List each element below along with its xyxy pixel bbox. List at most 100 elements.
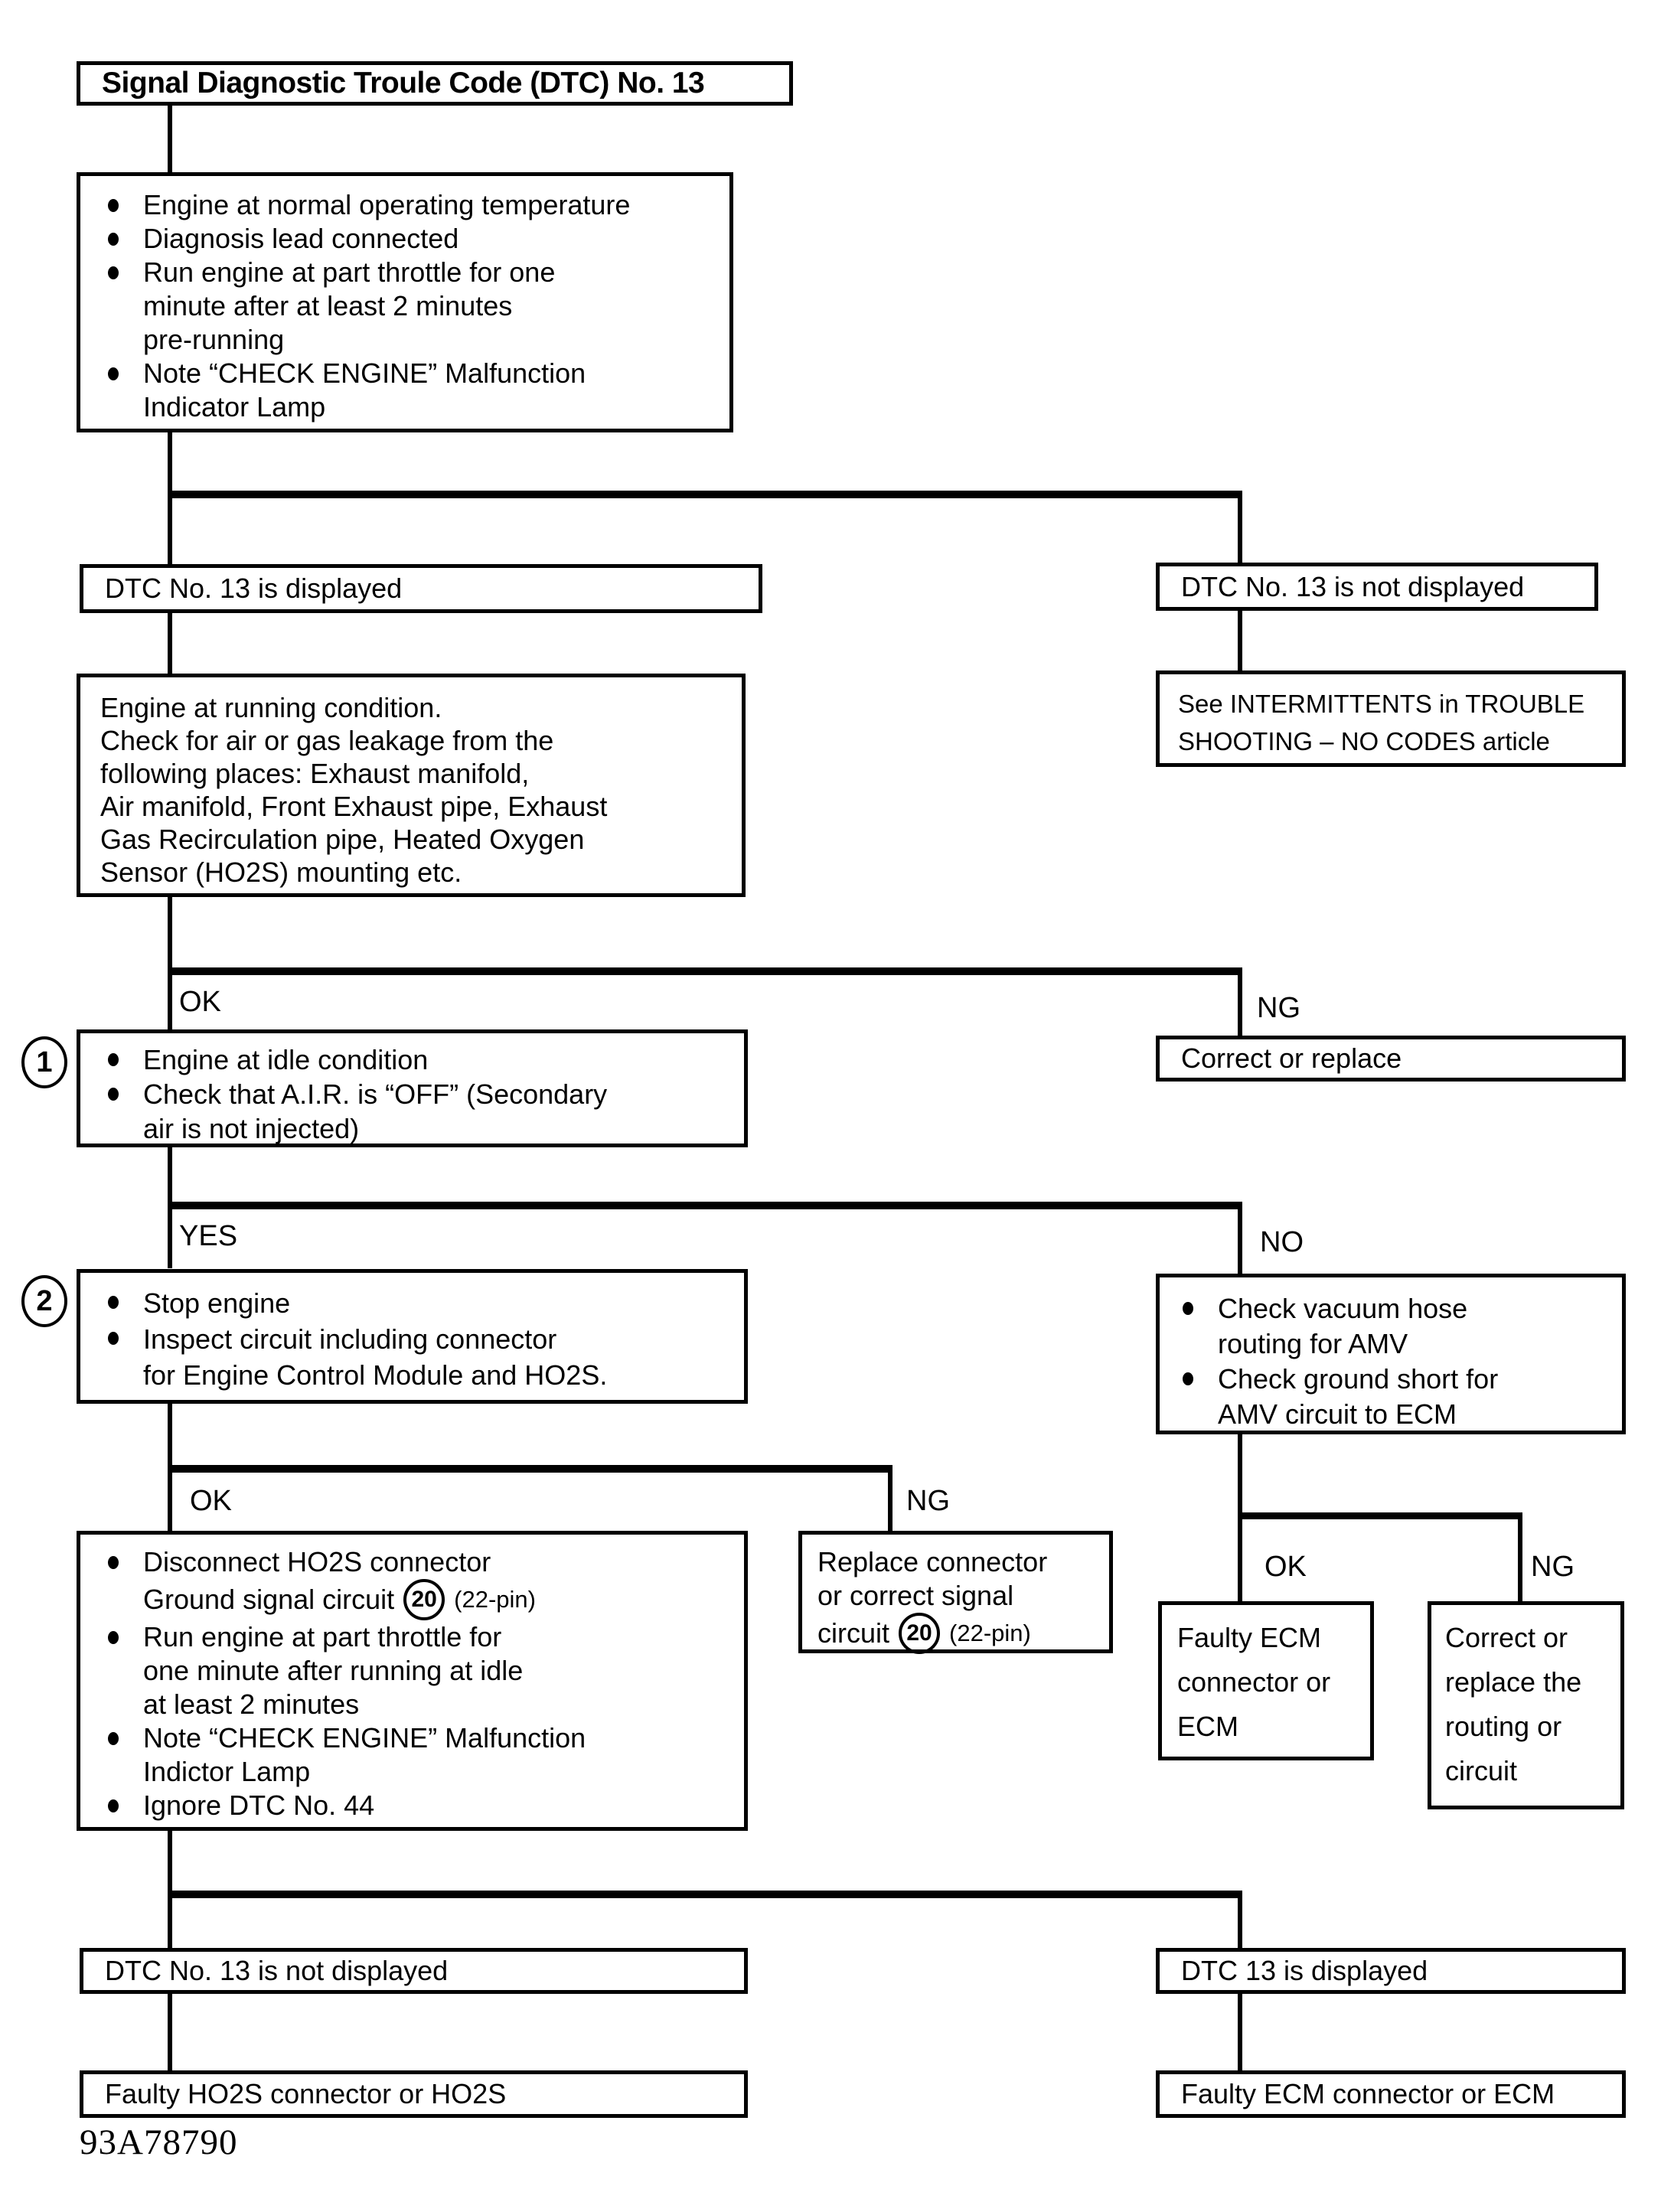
node-correct-or-replace: Correct or replace [1156,1036,1626,1082]
list-item: Run engine at part throttle for one [99,256,722,289]
list-item-text: Run engine at part throttle for one [143,256,556,288]
document-code: 93A78790 [80,2122,238,2162]
node-check-vacuum-amv: Check vacuum hose routing for AMV Check … [1156,1274,1626,1434]
bullet-icon [1183,1302,1193,1315]
node-preconditions: Engine at normal operating temperature D… [77,172,733,432]
list-item: Inspect circuit including connector [99,1321,738,1357]
connector-branch-1 [168,491,1242,498]
list-item-text: (22-pin) [454,1586,536,1613]
list-item: Engine at idle condition [99,1042,738,1077]
branch-label-no: NO [1260,1226,1304,1258]
connector-displayed-to-running [168,612,172,675]
connector-branch-3 [168,1202,1242,1209]
list-item-text: minute after at least 2 minutes [143,290,513,321]
connector-final-down [168,1829,172,1949]
bullet-icon [108,1296,119,1309]
branch-label-ng-1: NG [1257,992,1300,1024]
list-item: Diagnosis lead connected [99,222,722,256]
node-faulty-ecm-2: Faulty ECM connector or ECM [1156,2070,1626,2118]
node-dtc13-displayed-2: DTC 13 is displayed [1156,1948,1626,1994]
node-text-line: Faulty ECM [1177,1622,1322,1653]
node-text-line: ECM [1177,1711,1238,1742]
list-item-text: Inspect circuit including connector [143,1323,557,1355]
node-replace-connector: Replace connector or correct signal circ… [798,1531,1113,1654]
list-item-text: Indictor Lamp [143,1756,311,1787]
branch-label-ng-2: NG [906,1485,950,1517]
node-text-line: replace the [1445,1666,1582,1698]
node-title: Signal Diagnostic Troule Code (DTC) No. … [77,61,793,106]
list-item: Disconnect HO2S connector [99,1545,739,1579]
list-item: Engine at normal operating temperature [99,188,722,222]
list-item-text: Ground signal circuit [143,1584,395,1615]
node-text-line: or correct signal [817,1580,1014,1611]
node-text-line: connector or [1177,1666,1331,1698]
list-item-text: Engine at normal operating temperature [143,189,631,220]
list-item-text: for Engine Control Module and HO2S. [143,1359,608,1391]
bullet-icon [108,1053,119,1066]
node-see-intermittents: See INTERMITTENTS in TROUBLE SHOOTING – … [1156,670,1626,767]
list-item: Check ground short for [1173,1362,1622,1397]
node-correct-routing: Correct or replace the routing or circui… [1428,1601,1624,1809]
connector-branch-4 [168,1465,893,1473]
node-dtc13-not-displayed-2: DTC No. 13 is not displayed [80,1948,748,1994]
list-item-text: Check that A.I.R. is “OFF” (Secondary [143,1078,608,1110]
node-text-line: following places: Exhaust manifold, [100,758,530,789]
list-item-text: pre-running [143,324,285,355]
connector-branch-2 [168,967,1242,975]
connector-notdisplayed-to-see [1238,609,1242,672]
branch-label-yes: YES [179,1220,238,1252]
branch-label-ok-3: OK [1265,1551,1307,1583]
list-item-text: Diagnosis lead connected [143,223,459,254]
list-item-text: routing for AMV [1218,1328,1408,1359]
connector-notdisplayed2-to-result [168,1992,172,2072]
bullet-icon [108,1732,119,1745]
bullet-icon [108,233,119,246]
node-step1-idle-check: Engine at idle condition Check that A.I.… [77,1029,748,1147]
list-item-text: Check vacuum hose [1218,1293,1468,1324]
list-item: Stop engine [99,1285,738,1321]
connector-branch-5 [1238,1512,1522,1519]
node-text-line: Replace connector [817,1546,1048,1577]
connector-branch5-right-down [1518,1518,1522,1601]
list-item-text: one minute after running at idle [143,1655,524,1686]
bullet-icon [108,1088,119,1101]
node-text-line: SHOOTING – NO CODES article [1178,727,1550,755]
node-faulty-ho2s: Faulty HO2S connector or HO2S [80,2070,748,2118]
bullet-icon [108,1631,119,1644]
list-item-text: Indicator Lamp [143,391,326,422]
node-text: (22-pin) [949,1620,1031,1646]
list-item-text: Engine at idle condition [143,1044,429,1075]
bullet-icon [1183,1372,1193,1385]
bullet-icon [108,199,119,212]
list-item: Note “CHECK ENGINE” Malfunction [99,1721,739,1755]
list-item-text: Note “CHECK ENGINE” Malfunction [143,357,586,389]
node-text: circuit [817,1617,890,1649]
connector-precond-down [168,431,172,566]
list-item-text: Check ground short for [1218,1363,1499,1395]
list-item-text: Note “CHECK ENGINE” Malfunction [143,1722,586,1754]
list-item: Ignore DTC No. 44 [99,1789,739,1822]
list-item-text: Disconnect HO2S connector [143,1546,491,1577]
list-item: Check vacuum hose [1173,1291,1622,1326]
list-item-text: air is not injected) [143,1113,360,1144]
node-text-line: Sensor (HO2S) mounting etc. [100,856,462,888]
connector-branch3-right-down [1238,1208,1242,1274]
list-item-text: Run engine at part throttle for [143,1621,502,1652]
connector-branch1-right-down [1238,497,1242,566]
list-item-text: AMV circuit to ECM [1218,1398,1457,1430]
node-text-line: Air manifold, Front Exhaust pipe, Exhaus… [100,791,608,822]
list-item: Note “CHECK ENGINE” Malfunction [99,357,722,390]
node-dtc13-not-displayed: DTC No. 13 is not displayed [1156,563,1598,611]
connector-running-down [168,896,172,1031]
branch-label-ok-2: OK [190,1485,232,1517]
list-item-text: Stop engine [143,1287,291,1319]
node-text-line: Correct or [1445,1622,1568,1653]
node-faulty-ecm-1: Faulty ECM connector or ECM [1158,1601,1374,1760]
list-item-text: Ignore DTC No. 44 [143,1790,375,1821]
connector-branch2-right-down [1238,974,1242,1037]
node-text-line: Check for air or gas leakage from the [100,725,554,756]
connector-displayed2-to-result [1238,1992,1242,2072]
node-dtc13-displayed: DTC No. 13 is displayed [80,564,762,613]
node-engine-running-check: Engine at running condition. Check for a… [77,674,746,897]
